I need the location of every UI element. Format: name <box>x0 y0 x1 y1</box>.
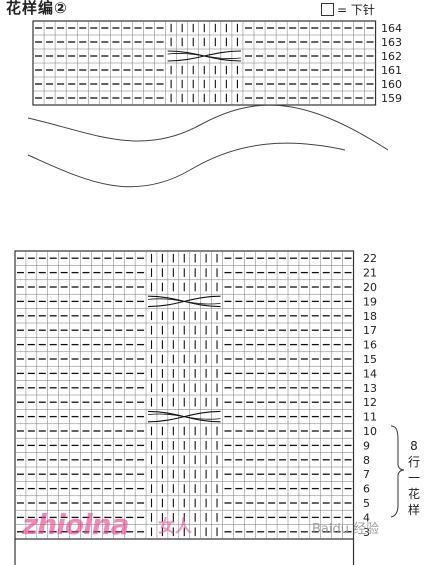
row-number: 22 <box>363 252 377 265</box>
repeat-note-char: 花 <box>407 487 420 501</box>
row-number: 20 <box>363 281 377 294</box>
cable-cross-line <box>167 53 241 59</box>
row-number: 18 <box>363 310 377 323</box>
row-number: 164 <box>381 22 402 35</box>
yarn-curves <box>27 104 389 188</box>
repeat-note-char: 一 <box>407 471 420 485</box>
row-number: 162 <box>381 50 402 63</box>
row-number: 16 <box>363 339 377 352</box>
row-number: 14 <box>363 367 377 380</box>
knit-stitch-legend-icon <box>321 3 334 16</box>
watermark-brand-cn: 女人 <box>158 517 192 537</box>
repeat-note-char: 样 <box>407 503 420 517</box>
row-number: 15 <box>363 353 377 366</box>
repeat-brace <box>390 425 405 518</box>
watermark-brand: zhiolna <box>22 508 129 541</box>
row-number: 9 <box>363 439 370 452</box>
pattern-title: 花样编② <box>6 0 68 17</box>
row-number: 3 <box>363 526 370 539</box>
repeat-note: 8 行一花样 <box>405 438 423 518</box>
yarn-curve-upper <box>27 104 389 151</box>
row-number: 10 <box>363 425 377 438</box>
row-number: 5 <box>363 497 370 510</box>
row-number: 21 <box>363 267 377 280</box>
row-number: 12 <box>363 396 377 409</box>
row-number: 160 <box>381 78 402 91</box>
cable-cross-line <box>147 298 221 305</box>
row-number: 4 <box>363 511 370 524</box>
row-number: 11 <box>363 411 377 424</box>
legend-label: = 下针 <box>337 3 375 17</box>
yarn-curve-lower <box>27 142 346 188</box>
row-number: 6 <box>363 483 370 496</box>
legend: = 下针 <box>321 1 375 18</box>
cable-cross-line <box>147 413 221 420</box>
row-number: 13 <box>363 382 377 395</box>
watermark-baidu: Baidu 经验 <box>312 522 380 537</box>
row-number: 19 <box>363 295 377 308</box>
repeat-note-char: 行 <box>407 455 420 469</box>
row-number: 163 <box>381 36 402 49</box>
row-number: 17 <box>363 324 377 337</box>
repeat-note-char: 8 <box>410 439 418 453</box>
row-number: 8 <box>363 454 370 467</box>
row-number: 161 <box>381 64 402 77</box>
row-number: 159 <box>381 92 402 105</box>
row-number: 7 <box>363 468 370 481</box>
